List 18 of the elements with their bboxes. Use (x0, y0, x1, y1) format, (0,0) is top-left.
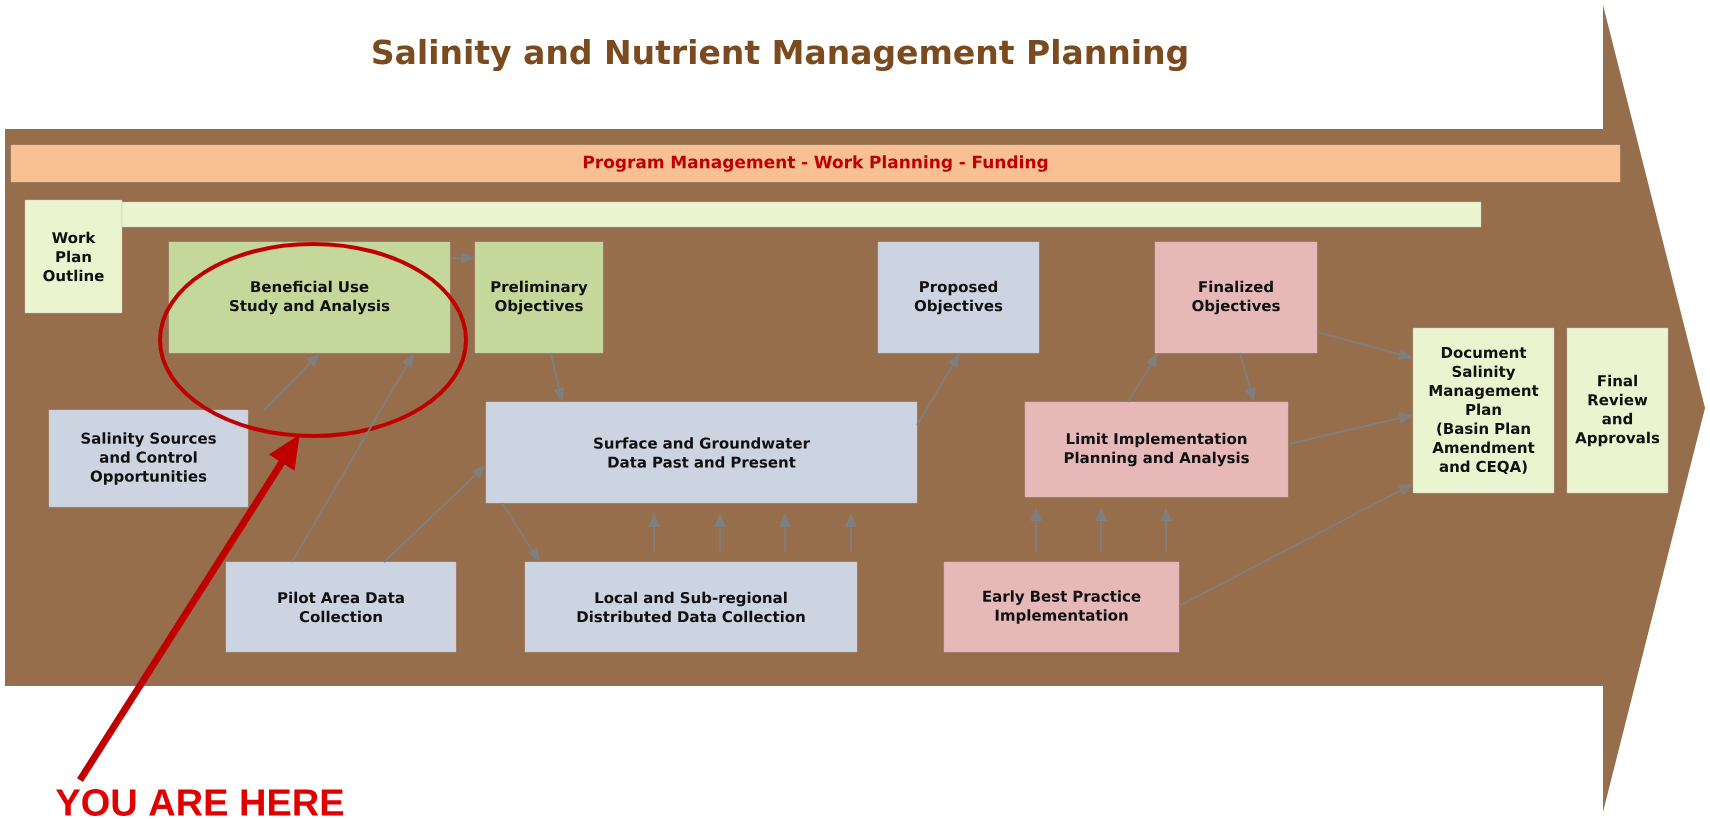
process-box: Early Best Practice Implementation (943, 561, 1180, 653)
process-box: Local and Sub-regional Distributed Data Collection (524, 561, 858, 653)
callout-text: YOU ARE HERE (56, 789, 344, 816)
process-box: Surface and Groundwater Data Past and Present (485, 401, 918, 504)
process-box: Preliminary Objectives (474, 241, 604, 354)
banner: Program Management - Work Planning - Funding (10, 144, 1621, 183)
process-box: Final Review and Approvals (1566, 327, 1669, 494)
process-box: Limit Implementation Planning and Analysis (1024, 401, 1289, 498)
process-box: Pilot Area Data Collection (225, 561, 457, 653)
arrow (383, 465, 486, 563)
process-box: Salinity Sources and Control Opportunities (48, 409, 249, 508)
title: Salinity and Nutrient Management Planning (373, 38, 1187, 72)
process-box: Work Plan Outline (24, 199, 123, 314)
process-box: Beneficial Use Study and Analysis (168, 241, 451, 354)
process-box: Document Salinity Management Plan (Basin Plan Amendment and CEQA) (1412, 327, 1555, 494)
process-box: Finalized Objectives (1154, 241, 1318, 354)
process-box: Proposed Objectives (877, 241, 1040, 354)
arrow (263, 353, 320, 411)
